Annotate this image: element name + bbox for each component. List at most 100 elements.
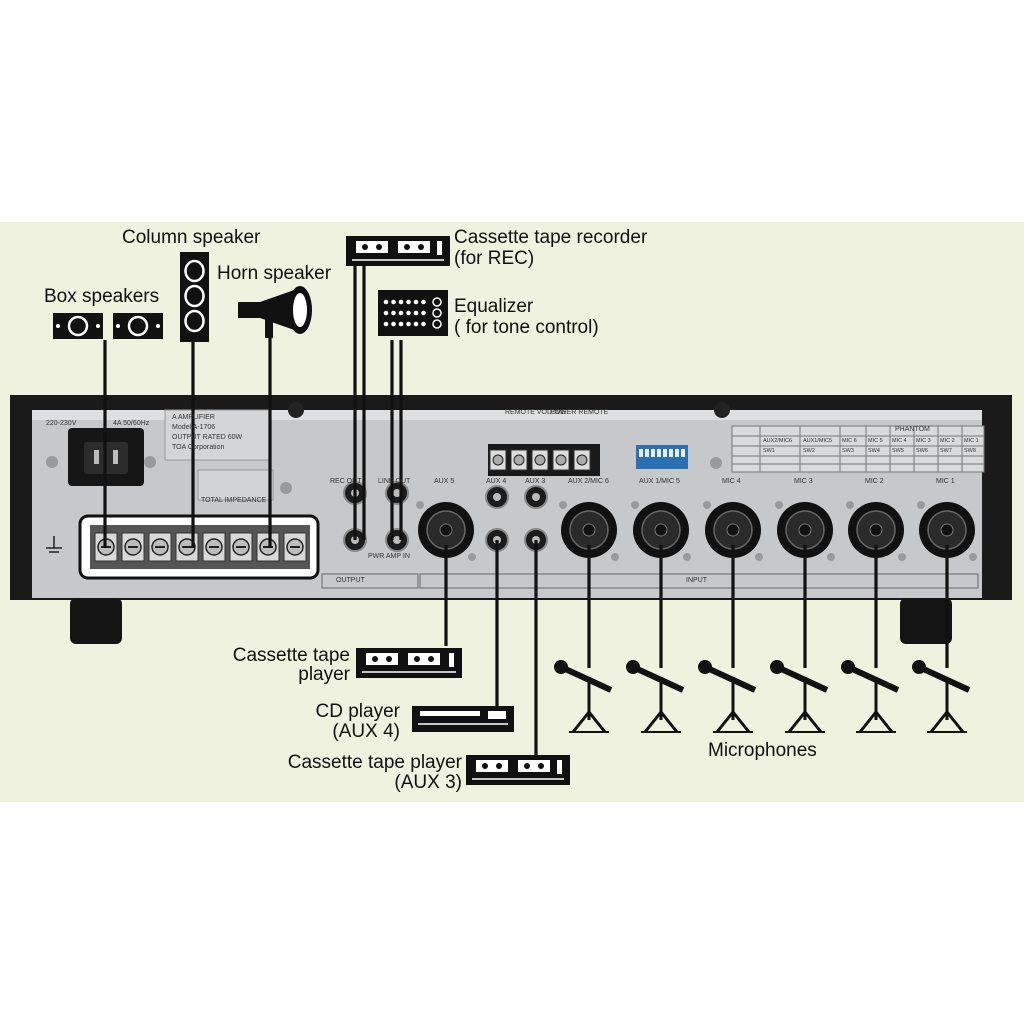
jack-label-mic3: MIC 3 xyxy=(794,478,813,485)
equalizer-knob xyxy=(421,299,426,305)
equalizer-sublabel: ( for tone control) xyxy=(454,317,599,338)
switch-table-switch: SW2 xyxy=(803,448,815,454)
rating-line-2: Model A-1706 xyxy=(172,424,216,431)
cassette-player-icon xyxy=(356,648,462,678)
jack-label-aux5: AUX 5 xyxy=(434,478,455,485)
microphone-icon xyxy=(770,660,829,733)
equalizer-knob xyxy=(421,321,426,327)
audio-devices xyxy=(346,236,570,785)
remote-volume-label: REMOTE VOLUME xyxy=(505,409,567,416)
equalizer-knob xyxy=(406,299,411,305)
impedance-label: TOTAL IMPEDANCE xyxy=(201,497,267,504)
rating-line-4: TOA Corporation xyxy=(172,444,225,451)
microphone-icon xyxy=(554,660,613,733)
switch-table-switch: SW7 xyxy=(940,448,952,454)
microphones-label: Microphones xyxy=(708,740,817,761)
rec-out-label: REC OUT xyxy=(330,478,362,485)
equalizer-knob xyxy=(398,299,404,305)
connection-wires xyxy=(103,266,949,755)
cd-player-sublabel: (AUX 4) xyxy=(332,721,400,742)
dip-toggle xyxy=(645,449,649,457)
switch-table-switch: SW1 xyxy=(763,448,775,454)
equalizer-label: Equalizer xyxy=(454,296,534,317)
switch-table-channel: MIC 5 xyxy=(868,438,883,444)
cassette-player-aux3-sublabel: (AUX 3) xyxy=(394,772,462,793)
dip-toggle xyxy=(675,449,679,457)
horn-speaker-icon xyxy=(238,286,312,338)
power-remote-label: POWER REMOTE xyxy=(550,409,609,416)
switch-table-switch: SW4 xyxy=(868,448,880,454)
power-spec-left: 220-230V xyxy=(46,420,77,427)
cassette-recorder-label: Cassette tape recorder xyxy=(454,227,648,248)
switch-table-channel: MIC 3 xyxy=(916,438,931,444)
switch-table-switch: SW5 xyxy=(892,448,904,454)
rating-line-3: OUTPUT RATED 60W xyxy=(172,434,243,441)
equalizer-knob xyxy=(398,321,404,327)
jack-label-aux4: AUX 4 xyxy=(486,478,507,485)
equalizer-knob xyxy=(406,321,411,327)
cd-player-icon xyxy=(412,706,514,732)
power-spec-right: 4A 50/60Hz xyxy=(113,420,150,427)
amplifier-rear-panel xyxy=(10,395,1012,644)
microphones-icons xyxy=(554,660,971,733)
microphone-icon xyxy=(698,660,757,733)
equalizer-knob xyxy=(383,299,389,305)
equalizer-knob xyxy=(406,310,411,316)
equalizer-knob xyxy=(421,310,426,316)
dip-toggle xyxy=(657,449,661,457)
equalizer-icon xyxy=(378,290,448,336)
cassette-player-label: Cassette tape xyxy=(232,645,350,666)
equalizer-knob xyxy=(398,310,404,316)
dip-switch xyxy=(636,445,688,469)
jack-label-mic1: MIC 1 xyxy=(936,478,955,485)
cassette-player-aux3-label: Cassette tape player xyxy=(287,752,462,773)
dip-toggle xyxy=(639,449,643,457)
jack-label-mic2: MIC 2 xyxy=(865,478,884,485)
equalizer-knob xyxy=(391,321,396,327)
switch-table-switch: SW3 xyxy=(842,448,854,454)
line-out-label: LINE OUT xyxy=(378,478,411,485)
microphone-icon xyxy=(912,660,971,733)
dip-toggle xyxy=(651,449,655,457)
switch-table-channel: MIC 2 xyxy=(940,438,955,444)
microphone-icon xyxy=(626,660,685,733)
jack-label-aux2-mic6: AUX 2/MIC 6 xyxy=(568,478,609,485)
equalizer-knob xyxy=(383,310,389,316)
pwr-amp-in-label: PWR AMP IN xyxy=(368,553,410,560)
jack-label-aux1-mic5: AUX 1/MIC 5 xyxy=(639,478,680,485)
box-speakers-icon xyxy=(53,313,163,339)
cassette-player-aux3-icon xyxy=(466,755,570,785)
switch-table-channel: MIC 6 xyxy=(842,438,857,444)
column-speaker-label: Column speaker xyxy=(122,227,261,248)
input-band-label: INPUT xyxy=(686,577,707,584)
foot-left xyxy=(70,598,122,644)
cassette-recorder-icon xyxy=(346,236,450,266)
equalizer-knob xyxy=(413,310,419,316)
switch-table-channel: AUX2/MIC6 xyxy=(763,438,793,444)
cassette-player-sublabel: player xyxy=(298,664,350,685)
equalizer-knob xyxy=(413,321,419,327)
phantom-switch-table xyxy=(731,425,985,473)
equalizer-knob xyxy=(413,299,419,305)
phantom-label: PHANTOM xyxy=(895,426,930,433)
dip-toggle xyxy=(669,449,673,457)
cassette-recorder-sublabel: (for REC) xyxy=(454,248,535,269)
equalizer-knob xyxy=(391,299,396,305)
foot-right xyxy=(900,598,952,644)
dip-toggle xyxy=(681,449,685,457)
dip-toggle xyxy=(663,449,667,457)
column-speaker-icon xyxy=(180,252,209,342)
output-band-label: OUTPUT xyxy=(336,577,365,584)
equalizer-knob xyxy=(383,321,389,327)
switch-table-channel: AUX1/MIC5 xyxy=(803,438,833,444)
switch-table-channel: MIC 4 xyxy=(892,438,907,444)
jack-label-mic4: MIC 4 xyxy=(722,478,741,485)
rating-label xyxy=(164,409,272,461)
rating-line-1: A AMPLIFIER xyxy=(172,414,215,421)
switch-table-channel: MIC 1 xyxy=(964,438,979,444)
switch-table-switch: SW6 xyxy=(916,448,928,454)
switch-table-switch: SW8 xyxy=(964,448,976,454)
rca-jacks xyxy=(343,481,548,552)
horn-speaker-label: Horn speaker xyxy=(217,263,332,284)
